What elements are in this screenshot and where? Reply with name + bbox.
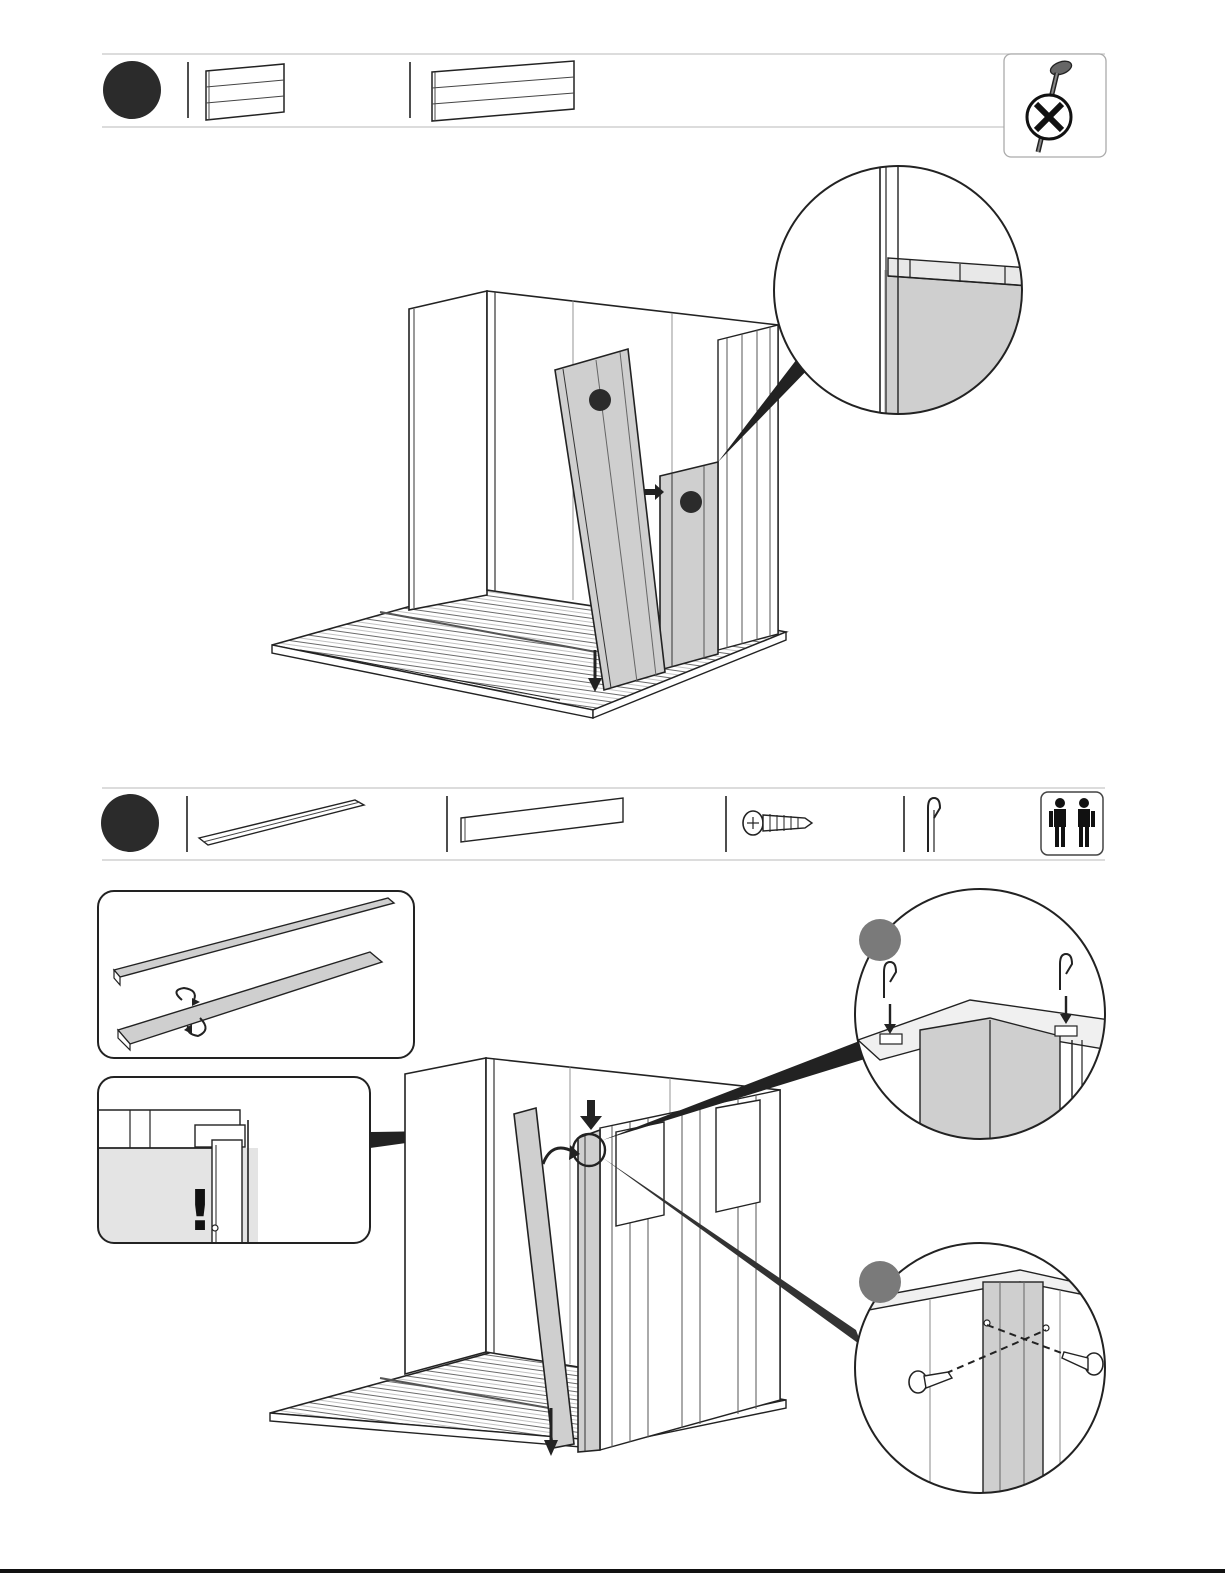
step-1-header: [102, 54, 1106, 157]
screw-detail-callout: [859, 1261, 901, 1303]
short-wall-panel-icon: [206, 64, 284, 120]
profile-flip-detail: [98, 891, 414, 1058]
step-1-detail-circle: [774, 160, 1034, 420]
clip-icon: [928, 798, 940, 852]
warning-mark: !: [187, 1179, 213, 1244]
connector-profile-icon: [199, 800, 364, 845]
screw-icon: [743, 811, 812, 835]
step-1-callout-short-panel: [680, 491, 702, 513]
step-1-callout-long-panel: [589, 389, 611, 411]
step-1-shed-drawing: [272, 291, 815, 718]
screw-fastening-detail: [855, 1243, 1110, 1502]
clip-detail-callout: [859, 919, 901, 961]
step-2-number-badge: [101, 794, 159, 852]
long-wall-panel-icon: [432, 61, 574, 121]
corner-profile-icon: [461, 798, 623, 842]
no-screws-icon: [1004, 54, 1106, 157]
step-2-header: [101, 788, 1105, 860]
two-people-icon: [1041, 792, 1103, 855]
clip-insertion-detail: [855, 889, 1110, 1150]
step-1-number-badge: [103, 61, 161, 119]
page-bottom-rule: [0, 1569, 1225, 1573]
